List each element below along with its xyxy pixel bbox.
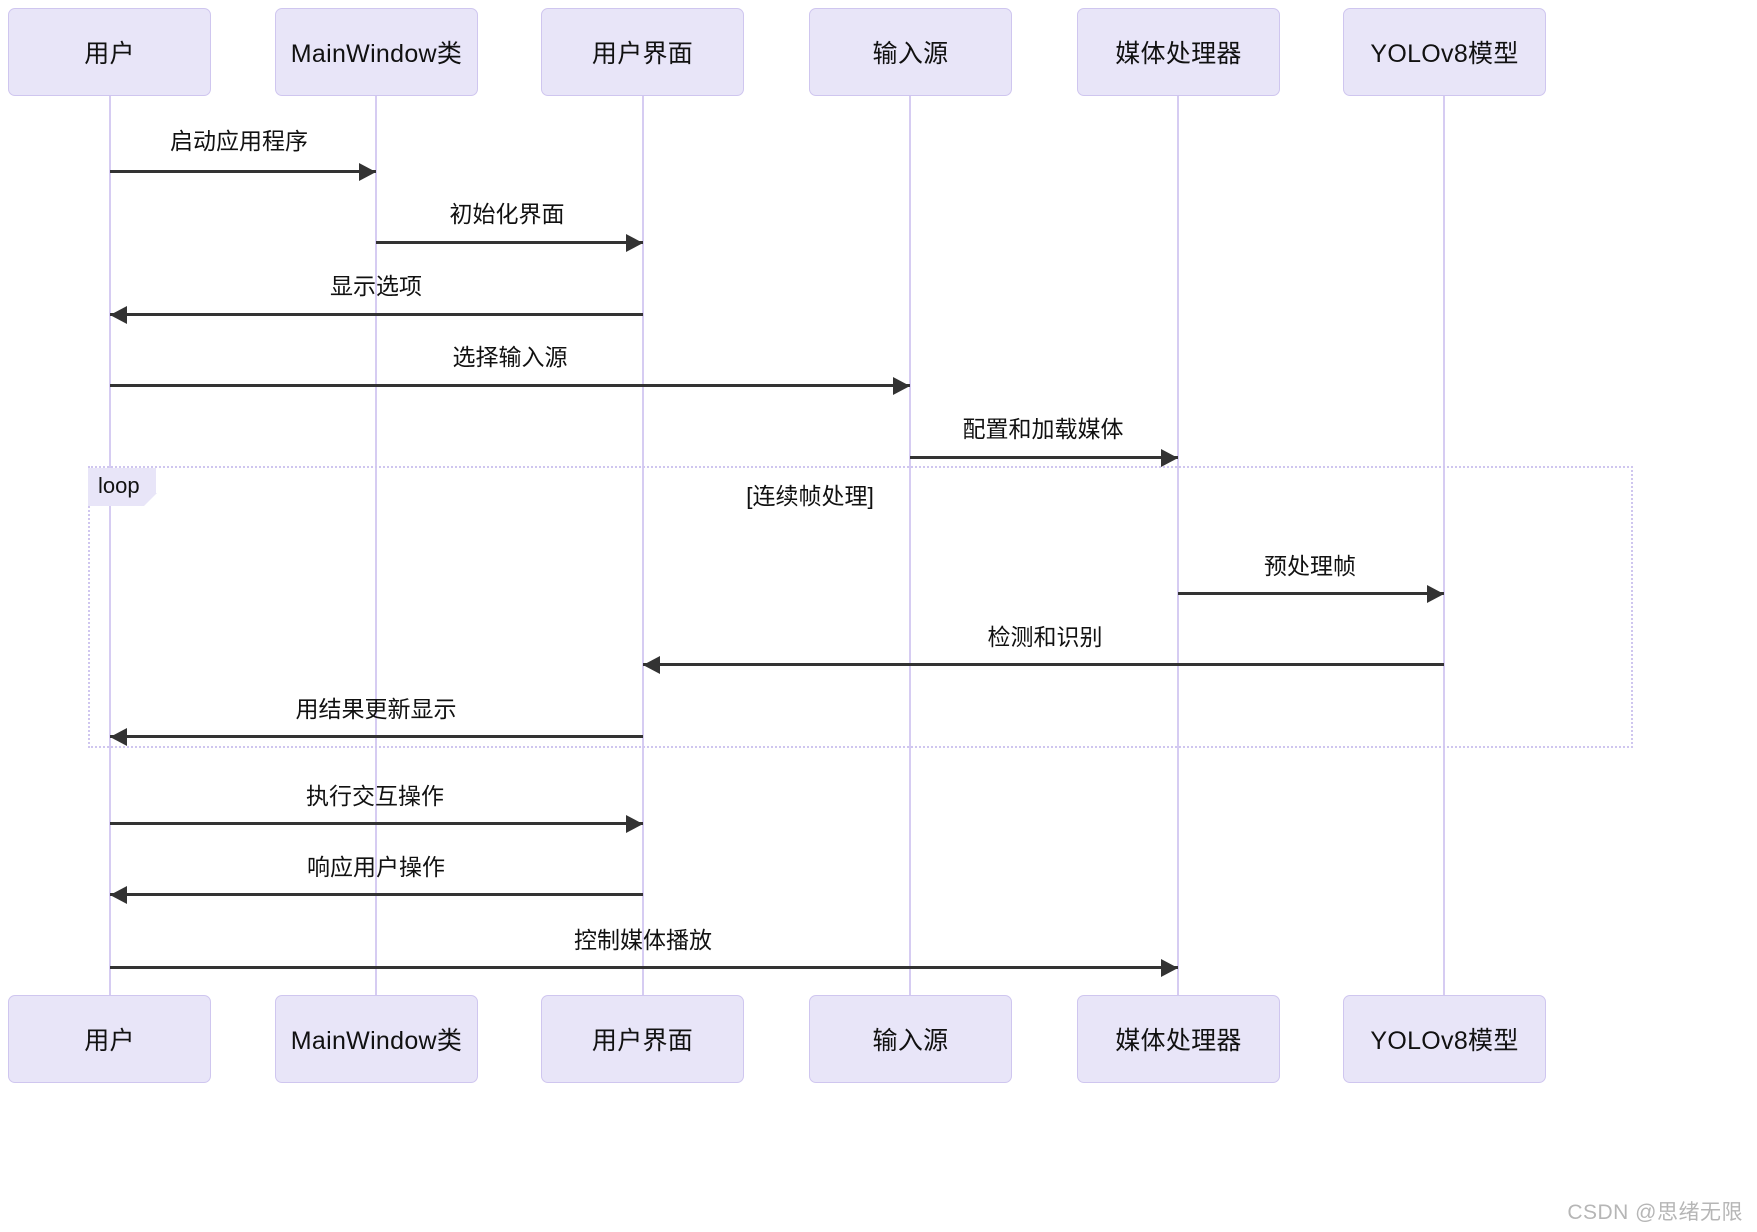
watermark: CSDN @思绪无限: [1567, 1201, 1743, 1224]
arrow-head-right-icon: [626, 815, 643, 833]
arrow-head-right-icon: [359, 163, 376, 181]
fragment-loop: [88, 466, 1633, 748]
message-label-8: 用结果更新显示: [295, 696, 457, 722]
lifeline-user: [109, 96, 111, 996]
arrow-head-right-icon: [1161, 959, 1178, 977]
participant-label: 用户界面: [591, 1027, 694, 1055]
participant-media-top[interactable]: 媒体处理器: [1077, 8, 1280, 96]
message-line-5: [910, 456, 1178, 459]
fragment-tag-loop: loop: [88, 468, 157, 506]
lifeline-mainwin: [375, 96, 377, 996]
message-line-4: [110, 384, 910, 387]
message-line-6: [1178, 592, 1444, 595]
participant-label: MainWindow类: [290, 40, 463, 68]
arrow-head-left-icon: [110, 728, 127, 746]
message-line-11: [110, 966, 1178, 969]
lifeline-ui: [642, 96, 644, 996]
lifeline-media: [1177, 96, 1179, 996]
message-line-2: [376, 241, 643, 244]
message-line-8: [110, 735, 643, 738]
message-label-10: 响应用户操作: [307, 854, 445, 880]
participant-media-bottom[interactable]: 媒体处理器: [1077, 995, 1280, 1083]
participant-yolo-bottom[interactable]: YOLOv8模型: [1343, 995, 1546, 1083]
message-label-11: 控制媒体播放: [574, 927, 712, 953]
arrow-head-left-icon: [110, 886, 127, 904]
arrow-head-right-icon: [1427, 585, 1444, 603]
participant-label: 媒体处理器: [1115, 1027, 1242, 1055]
message-label-7: 检测和识别: [987, 624, 1103, 650]
message-label-2: 初始化界面: [449, 201, 565, 227]
arrow-head-right-icon: [1161, 449, 1178, 467]
participant-ui-top[interactable]: 用户界面: [541, 8, 744, 96]
participant-source-bottom[interactable]: 输入源: [809, 995, 1012, 1083]
participant-user-top[interactable]: 用户: [8, 8, 211, 96]
arrow-head-left-icon: [643, 656, 660, 674]
participant-label: YOLOv8模型: [1370, 1027, 1519, 1055]
participant-label: 用户: [84, 1027, 135, 1055]
arrow-head-left-icon: [110, 306, 127, 324]
message-line-10: [110, 893, 643, 896]
message-line-3: [110, 313, 643, 316]
message-label-5: 配置和加载媒体: [962, 416, 1124, 442]
message-label-1: 启动应用程序: [170, 128, 308, 154]
fragment-condition: [连续帧处理]: [746, 483, 874, 509]
participant-label: 输入源: [872, 40, 949, 68]
participant-mainwin-top[interactable]: MainWindow类: [275, 8, 478, 96]
message-line-1: [110, 170, 376, 173]
participant-yolo-top[interactable]: YOLOv8模型: [1343, 8, 1546, 96]
lifeline-source: [909, 96, 911, 996]
message-label-9: 执行交互操作: [306, 783, 444, 809]
participant-source-top[interactable]: 输入源: [809, 8, 1012, 96]
participant-label: 用户: [84, 40, 135, 68]
participant-mainwin-bottom[interactable]: MainWindow类: [275, 995, 478, 1083]
arrow-head-right-icon: [626, 234, 643, 252]
message-line-9: [110, 822, 643, 825]
participant-label: 媒体处理器: [1115, 40, 1242, 68]
participant-label: 输入源: [872, 1027, 949, 1055]
message-label-3: 显示选项: [330, 273, 422, 299]
participant-label: MainWindow类: [290, 1027, 463, 1055]
lifeline-yolo: [1443, 96, 1445, 996]
message-label-4: 选择输入源: [452, 344, 568, 370]
participant-ui-bottom[interactable]: 用户界面: [541, 995, 744, 1083]
participant-label: YOLOv8模型: [1370, 40, 1519, 68]
message-label-6: 预处理帧: [1264, 553, 1356, 579]
participant-user-bottom[interactable]: 用户: [8, 995, 211, 1083]
participant-label: 用户界面: [591, 40, 694, 68]
message-line-7: [643, 663, 1444, 666]
arrow-head-right-icon: [893, 377, 910, 395]
